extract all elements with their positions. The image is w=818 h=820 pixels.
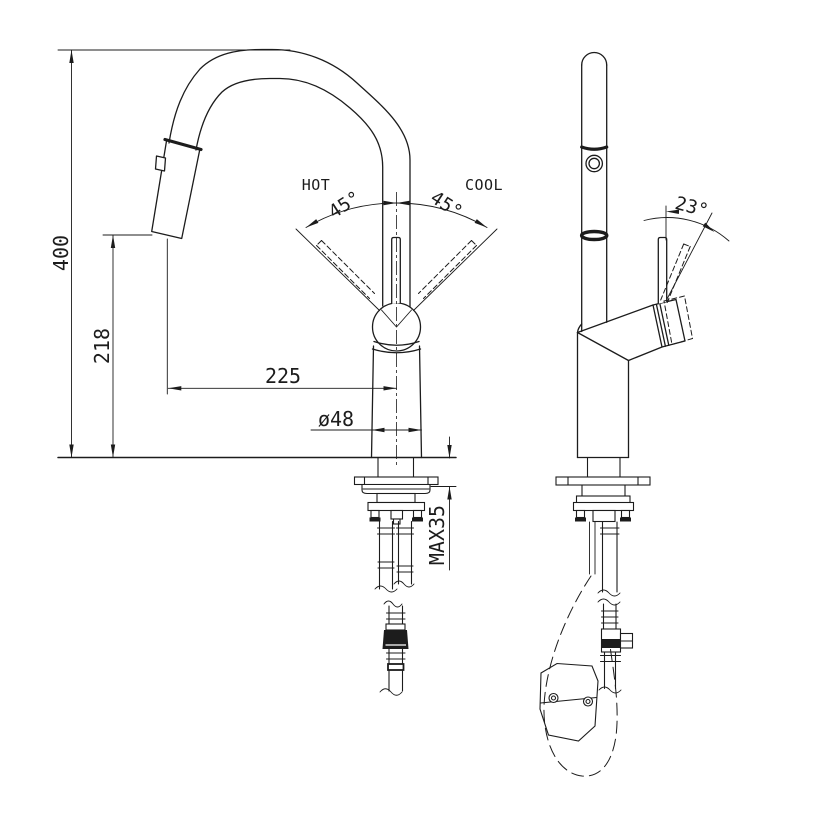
side-deck-flange [555,476,651,486]
front-supply-hoses [374,520,415,696]
max-deck-thickness-value: MAX35 [425,505,449,565]
overall-height-value: 400 [49,235,73,271]
spray-head-top-band [580,145,609,151]
front-mounting-hardware [353,456,439,525]
dimension-handle-tilt: 23° [643,193,730,300]
side-view: 23° [539,51,730,777]
cool-label: COOL [465,176,503,194]
mounting-bracket [367,501,426,512]
quick-connect-fitting [382,630,409,649]
side-hoses [539,521,634,777]
deck-flange [353,476,439,486]
spray-head-joint-band [163,137,203,152]
spray-button [154,155,167,172]
spray-head-bottom-band [579,229,609,242]
side-spout [579,51,609,333]
spray-head [151,137,203,240]
cool-angle-label: 45° [426,187,465,223]
dimension-spout-reach: 225 [166,238,397,395]
side-body [576,236,686,459]
hose-weight [539,662,599,742]
handle-hub [652,298,686,348]
spout-outline [168,48,411,308]
side-handle-lever [657,236,668,304]
handle-lever [391,236,401,304]
dimension-outlet-height: 218 [90,234,153,458]
body-diameter-value: ø48 [318,407,354,431]
outlet-height-value: 218 [90,328,114,364]
pullout-hose-path [543,575,618,777]
front-view: HOT COOL 45° 45° [49,48,503,696]
spout-reach-value: 225 [265,364,301,388]
handle-rotation-ghosts [316,240,477,299]
handle-tilt-ghost [660,243,694,346]
hot-label: HOT [302,176,331,194]
side-mounting-hardware [555,456,651,523]
side-mounting-bracket [572,501,635,512]
hot-angle-label: 45° [325,187,364,223]
handle-tilt-value: 23° [673,193,711,222]
dimension-overall-height: 400 [49,49,291,458]
dimension-max-deck-thickness: MAX35 [425,436,457,571]
dimension-body-diameter: ø48 [310,407,422,433]
